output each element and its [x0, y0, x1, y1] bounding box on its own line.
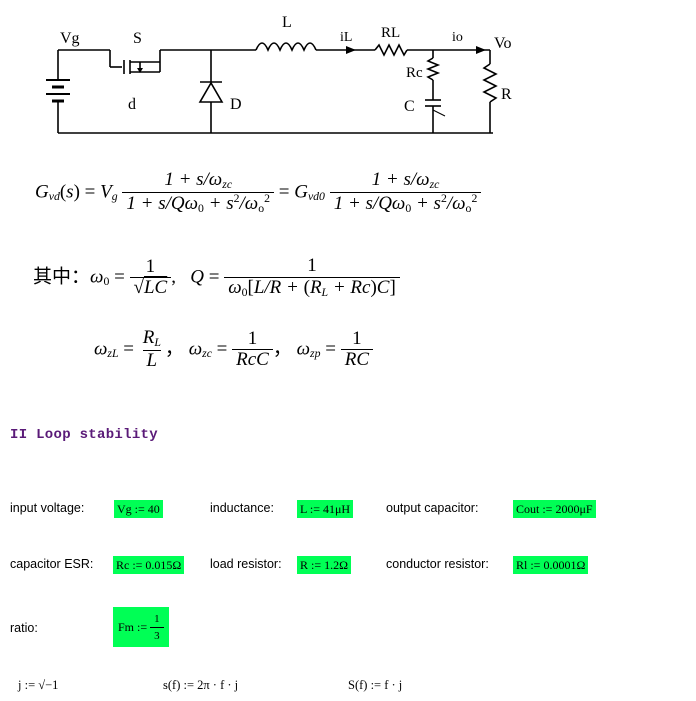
output-capacitor-label: output capacitor:: [386, 501, 479, 515]
capacitor-esr-label: capacitor ESR:: [10, 557, 94, 571]
label-diode: D: [230, 96, 242, 113]
section-title: II Loop stability: [10, 427, 158, 443]
conductor-resistor-field[interactable]: Rl := 0.0001Ω: [513, 556, 589, 574]
output-capacitor-field[interactable]: Cout := 2000μF: [513, 500, 596, 518]
ratio-name: Fm :=: [118, 620, 148, 634]
label-vg: Vg: [60, 30, 80, 47]
label-rl: RL: [381, 25, 401, 41]
s-definition: s(f) := 2π · f · j: [163, 678, 239, 692]
equation-prefix: 其中：: [33, 266, 91, 288]
label-capacitor: C: [404, 98, 415, 115]
input-voltage-label: input voltage:: [10, 501, 85, 515]
inductance-label: inductance:: [210, 501, 274, 515]
label-rc: Rc: [406, 65, 423, 81]
ratio-denominator: 3: [150, 626, 164, 644]
ratio-numerator: 1: [154, 612, 160, 625]
label-load: R: [501, 86, 512, 103]
buck-converter-schematic: [46, 42, 498, 134]
inductance-field[interactable]: L := 41μH: [297, 500, 354, 518]
label-vo: Vo: [494, 35, 512, 52]
ratio-label: ratio:: [10, 621, 38, 635]
input-voltage-field[interactable]: Vg := 40: [114, 500, 163, 518]
equation-comma: ，: [164, 338, 184, 360]
label-il: iL: [340, 30, 353, 45]
label-inductor: L: [282, 14, 292, 31]
S-definition: S(f) := f · j: [348, 678, 403, 692]
j-definition: j := √−1: [18, 678, 59, 692]
load-resistor-label: load resistor:: [210, 557, 282, 571]
label-io: io: [452, 30, 463, 45]
label-switch: S: [133, 30, 142, 47]
label-duty: d: [128, 96, 136, 113]
capacitor-esr-field[interactable]: Rc := 0.015Ω: [113, 556, 185, 574]
conductor-resistor-label: conductor resistor:: [386, 557, 489, 571]
ratio-field[interactable]: Fm := 1 3: [113, 607, 169, 647]
load-resistor-field[interactable]: R := 1.2Ω: [297, 556, 352, 574]
